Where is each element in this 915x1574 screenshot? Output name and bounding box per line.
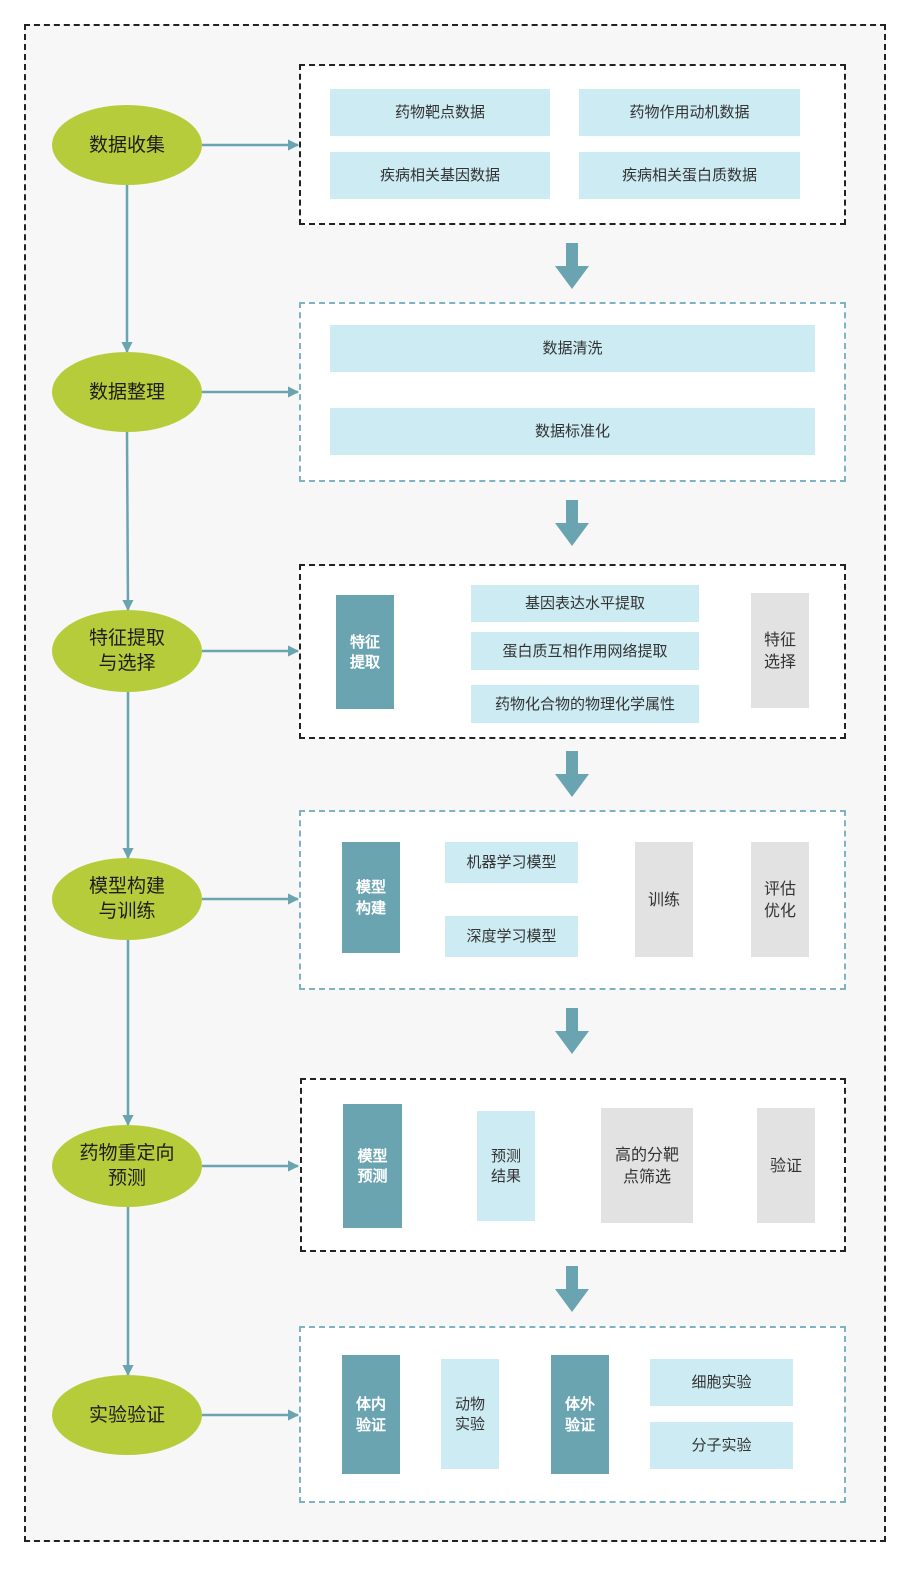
spine-arrow-2 xyxy=(122,431,134,612)
stage-oval-experimental-validation: 实验验证 xyxy=(52,1375,202,1455)
node-prediction-result: 预测 结果 xyxy=(477,1111,535,1221)
node-feature-extraction: 特征 提取 xyxy=(336,595,394,709)
node-evaluate-optimize: 评估 优化 xyxy=(751,842,809,957)
item-disease-gene-data: 疾病相关基因数据 xyxy=(330,152,550,199)
item-drug-mechanism-data: 药物作用动机数据 xyxy=(579,89,800,136)
item-data-cleaning: 数据清洗 xyxy=(330,325,815,372)
stage-oval-feature-extraction: 特征提取 与选择 xyxy=(52,610,202,692)
item-ppi-network-extraction: 蛋白质互相作用网络提取 xyxy=(471,632,699,670)
down-arrow-2 xyxy=(555,500,589,546)
item-disease-protein-data: 疾病相关蛋白质数据 xyxy=(579,152,800,199)
stage-oval-repurposing-prediction: 药物重定向 预测 xyxy=(52,1125,202,1207)
node-in-vitro-validation: 体外 验证 xyxy=(551,1355,609,1474)
item-machine-learning-model: 机器学习模型 xyxy=(445,842,578,883)
node-verification: 验证 xyxy=(757,1108,815,1223)
stage-oval-data-collection: 数据收集 xyxy=(52,105,202,185)
item-molecular-experiment: 分子实验 xyxy=(650,1422,793,1469)
node-training: 训练 xyxy=(635,842,693,957)
item-gene-expression-extraction: 基因表达水平提取 xyxy=(471,585,699,622)
node-model-prediction: 模型 预测 xyxy=(343,1104,402,1228)
item-compound-properties: 药物化合物的物理化学属性 xyxy=(471,685,699,723)
node-feature-selection: 特征 选择 xyxy=(751,593,809,708)
item-drug-target-data: 药物靶点数据 xyxy=(330,89,550,136)
down-arrow-3 xyxy=(555,751,589,797)
item-deep-learning-model: 深度学习模型 xyxy=(445,916,578,957)
node-animal-experiment: 动物 实验 xyxy=(441,1359,499,1469)
down-arrow-1 xyxy=(555,243,589,289)
node-high-score-target-screening: 高的分靶 点筛选 xyxy=(601,1108,693,1223)
node-in-vivo-validation: 体内 验证 xyxy=(342,1355,400,1474)
item-cell-experiment: 细胞实验 xyxy=(650,1359,793,1406)
stage-oval-model-building: 模型构建 与训练 xyxy=(52,858,202,940)
down-arrow-4 xyxy=(555,1008,589,1054)
diagram-frame xyxy=(24,24,886,1542)
item-data-standardization: 数据标准化 xyxy=(330,408,815,455)
down-arrow-5 xyxy=(555,1266,589,1312)
stage-oval-data-cleanup: 数据整理 xyxy=(52,352,202,432)
node-model-building: 模型 构建 xyxy=(342,842,400,953)
